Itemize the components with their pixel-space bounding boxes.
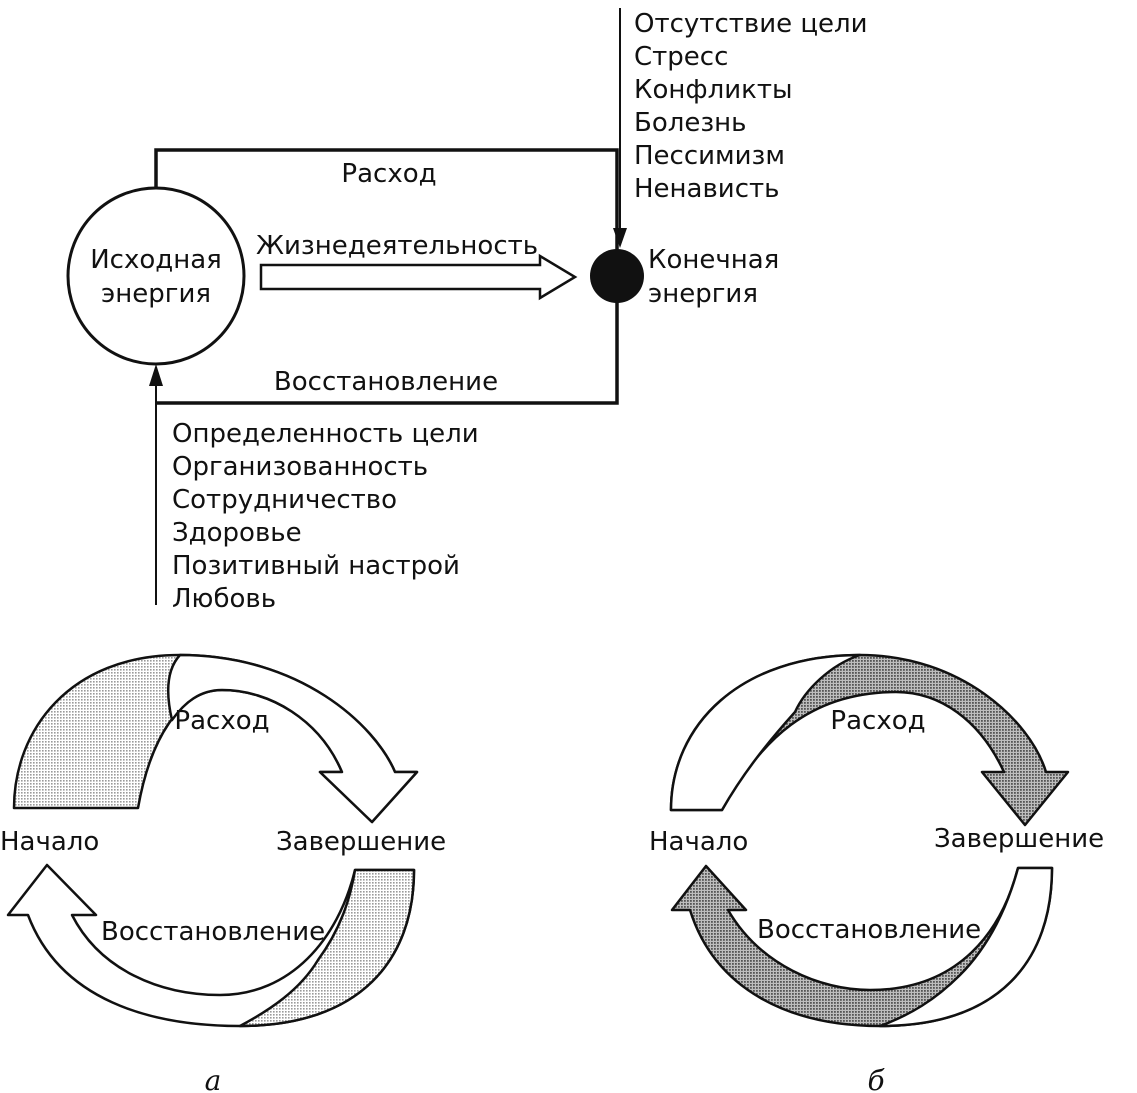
positive-factor: Любовь	[172, 584, 276, 614]
cycle-b: Расход Начало Завершение Восстановление …	[649, 653, 1104, 1093]
cycle-b-recovery-white	[878, 866, 1054, 1028]
positive-factors-list: Определенность цели Организованность Сот…	[172, 419, 479, 614]
activity-arrow	[259, 253, 578, 301]
cycle-b-caption: б	[867, 1064, 885, 1093]
expense-label: Расход	[341, 159, 436, 189]
negative-factor: Конфликты	[634, 75, 793, 105]
cycle-a-end-label: Завершение	[276, 827, 446, 857]
top-energy-flow: Исходная энергия Конечная энергия Расход…	[66, 8, 868, 614]
source-energy-circle	[66, 186, 246, 366]
cycle-b-start-label: Начало	[649, 827, 748, 857]
positive-factor: Сотрудничество	[172, 485, 397, 515]
cycle-a-expense-label: Расход	[174, 706, 269, 736]
cycle-b-recovery-label: Восстановление	[757, 915, 981, 945]
recovery-label: Восстановление	[274, 367, 498, 397]
expense-line	[154, 148, 619, 250]
negative-factor: Отсутствие цели	[634, 9, 868, 39]
cycle-a: Расход Начало Завершение Восстановление …	[0, 653, 446, 1093]
target-energy-label-1: Конечная	[648, 245, 779, 275]
positive-factor: Определенность цели	[172, 419, 479, 449]
cycle-b-expense-white	[669, 653, 862, 812]
positive-factors-arrowhead	[149, 364, 163, 386]
negative-factor: Болезнь	[634, 108, 747, 138]
cycle-a-recovery-shade	[238, 868, 416, 1028]
recovery-line	[156, 300, 619, 405]
negative-factor: Стресс	[634, 42, 728, 72]
cycle-a-recovery-label: Восстановление	[101, 917, 325, 947]
positive-factor: Здоровье	[172, 518, 302, 548]
source-energy-label-1: Исходная	[90, 245, 222, 275]
target-energy-circle	[590, 249, 644, 303]
cycle-a-caption: а	[205, 1064, 222, 1093]
positive-factor: Организованность	[172, 452, 428, 482]
cycle-b-end-label: Завершение	[934, 824, 1104, 854]
negative-factor: Ненависть	[634, 174, 779, 204]
source-energy-label-2: энергия	[101, 279, 211, 309]
negative-factors-list: Отсутствие цели Стресс Конфликты Болезнь…	[634, 9, 868, 204]
target-energy-label-2: энергия	[648, 279, 758, 309]
positive-factor: Позитивный настрой	[172, 551, 460, 581]
activity-label: Жизнедеятельность	[256, 231, 538, 261]
cycle-a-expense-arrow-white	[167, 653, 419, 824]
negative-factors-arrowhead	[613, 228, 627, 248]
negative-factor: Пессимизм	[634, 141, 785, 171]
cycle-b-expense-label: Расход	[830, 706, 925, 736]
cycle-a-start-label: Начало	[0, 827, 99, 857]
